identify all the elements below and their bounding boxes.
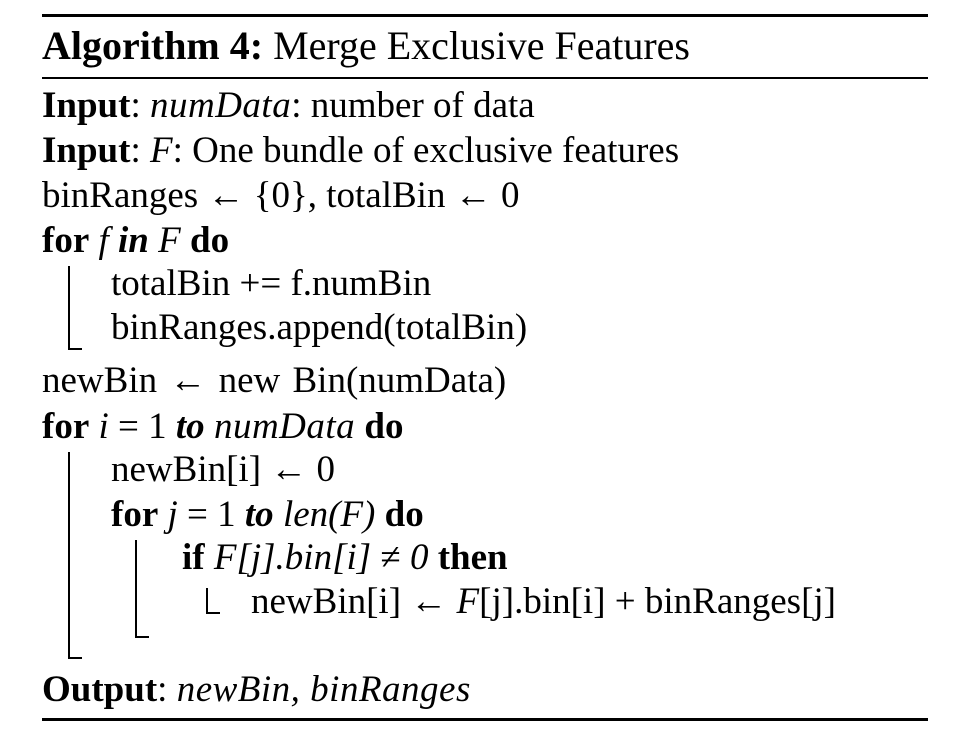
to-keyword: to (175, 406, 205, 447)
loop-1-body-line-2: binRanges.append(totalBin) (111, 307, 528, 348)
output-keyword: Output (42, 669, 158, 710)
assign-line: newBin[i] ← F[j].bin[i] + binRanges[j] (251, 580, 836, 624)
input-keyword: Input (42, 85, 131, 126)
if-line: if F[j].bin[i] ≠ 0 then (182, 536, 508, 580)
loop-iterable: F (158, 220, 181, 261)
for-keyword: for (42, 406, 90, 447)
do-keyword: do (364, 406, 404, 447)
loop-limit: numData (213, 406, 356, 447)
input-var: numData (149, 85, 292, 126)
input-line-1: Input: numData: number of data (42, 84, 535, 128)
algorithm-title: Algorithm 4: Merge Exclusive Features (42, 22, 690, 70)
loop-var: j (167, 494, 178, 535)
init-line: binRanges ← {0}, totalBin ← 0 (42, 175, 520, 216)
for-keyword: for (111, 494, 159, 535)
input-keyword: Input (42, 130, 131, 171)
algorithm-label: Algorithm 4: (42, 23, 264, 68)
input-desc: : number of data (291, 85, 535, 126)
input-var: F (149, 130, 173, 171)
input-sep: : (130, 85, 150, 126)
output-vars: newBin, binRanges (176, 669, 471, 710)
do-keyword: do (190, 220, 230, 261)
loop-1-body-line-1: totalBin += f.numBin (111, 263, 432, 304)
condition-expr: F[j].bin[i] (213, 537, 372, 578)
input-sep: : (130, 130, 150, 171)
algorithm-name: Merge Exclusive Features (273, 23, 690, 68)
condition-value: 0 (409, 537, 429, 578)
loop-limit: len(F) (282, 494, 376, 535)
then-keyword: then (437, 537, 508, 578)
do-keyword: do (384, 494, 424, 535)
assign-rhs: [j].bin[i] + binRanges[j] (479, 581, 837, 622)
loop-op: = 1 (177, 494, 245, 535)
for-loop-3-header: for j = 1 to len(F) do (111, 493, 424, 537)
header-rule (42, 77, 928, 79)
loop-2-indent-bar (68, 452, 82, 659)
newbin-line: newBin ← new Bin(numData) (42, 360, 507, 401)
assign-lhs: newBin[i] ← (251, 581, 457, 622)
loop-3-indent-bar (135, 540, 149, 638)
for-loop-2-header: for i = 1 to numData do (42, 405, 404, 449)
reset-line: newBin[i] ← 0 (111, 449, 336, 490)
if-keyword: if (182, 537, 205, 578)
loop-var: i (98, 406, 109, 447)
output-line: Output: newBin, binRanges (42, 668, 471, 712)
top-rule (42, 14, 928, 17)
in-keyword: in (118, 220, 149, 261)
to-keyword: to (244, 494, 274, 535)
loop-op: = 1 (108, 406, 176, 447)
if-indent-bar (206, 588, 220, 614)
condition-op: ≠ (371, 537, 410, 578)
for-keyword: for (42, 220, 90, 261)
input-line-2: Input: F: One bundle of exclusive featur… (42, 129, 679, 173)
loop-var: f (98, 220, 109, 261)
loop-1-indent-bar (68, 266, 82, 350)
input-desc: : One bundle of exclusive features (172, 130, 680, 171)
for-loop-1-header: for f in F do (42, 219, 229, 263)
assign-var: F (456, 581, 480, 622)
output-sep: : (157, 669, 177, 710)
bottom-rule (42, 718, 928, 721)
